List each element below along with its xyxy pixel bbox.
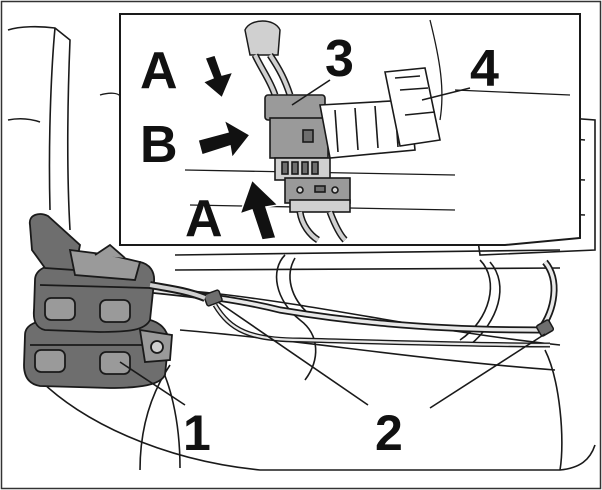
label-a-top: A	[140, 42, 178, 100]
callout-2-leader-right	[429, 333, 546, 409]
arrow-up-icon	[238, 178, 280, 241]
callout-4-leader	[421, 87, 471, 101]
callout-1: 1	[183, 405, 211, 461]
callout-1-leader	[119, 361, 186, 406]
mating-plug	[319, 67, 441, 159]
callout-3-leader	[291, 79, 331, 106]
detail-inset: A B A 3 4	[99, 13, 581, 248]
label-b: B	[140, 116, 178, 174]
callout-2-leader-left	[217, 301, 369, 406]
cable-tie-right	[535, 319, 555, 337]
callout-2: 2	[375, 405, 403, 461]
arrow-right-icon	[197, 118, 252, 160]
callout-3: 3	[325, 30, 354, 88]
callout-4: 4	[470, 40, 499, 98]
connector-housing	[264, 94, 351, 243]
wire-bundle-top	[244, 20, 294, 97]
arrow-down-icon	[201, 54, 235, 100]
label-a-bottom: A	[185, 190, 223, 248]
cable-tie-left	[203, 289, 223, 307]
